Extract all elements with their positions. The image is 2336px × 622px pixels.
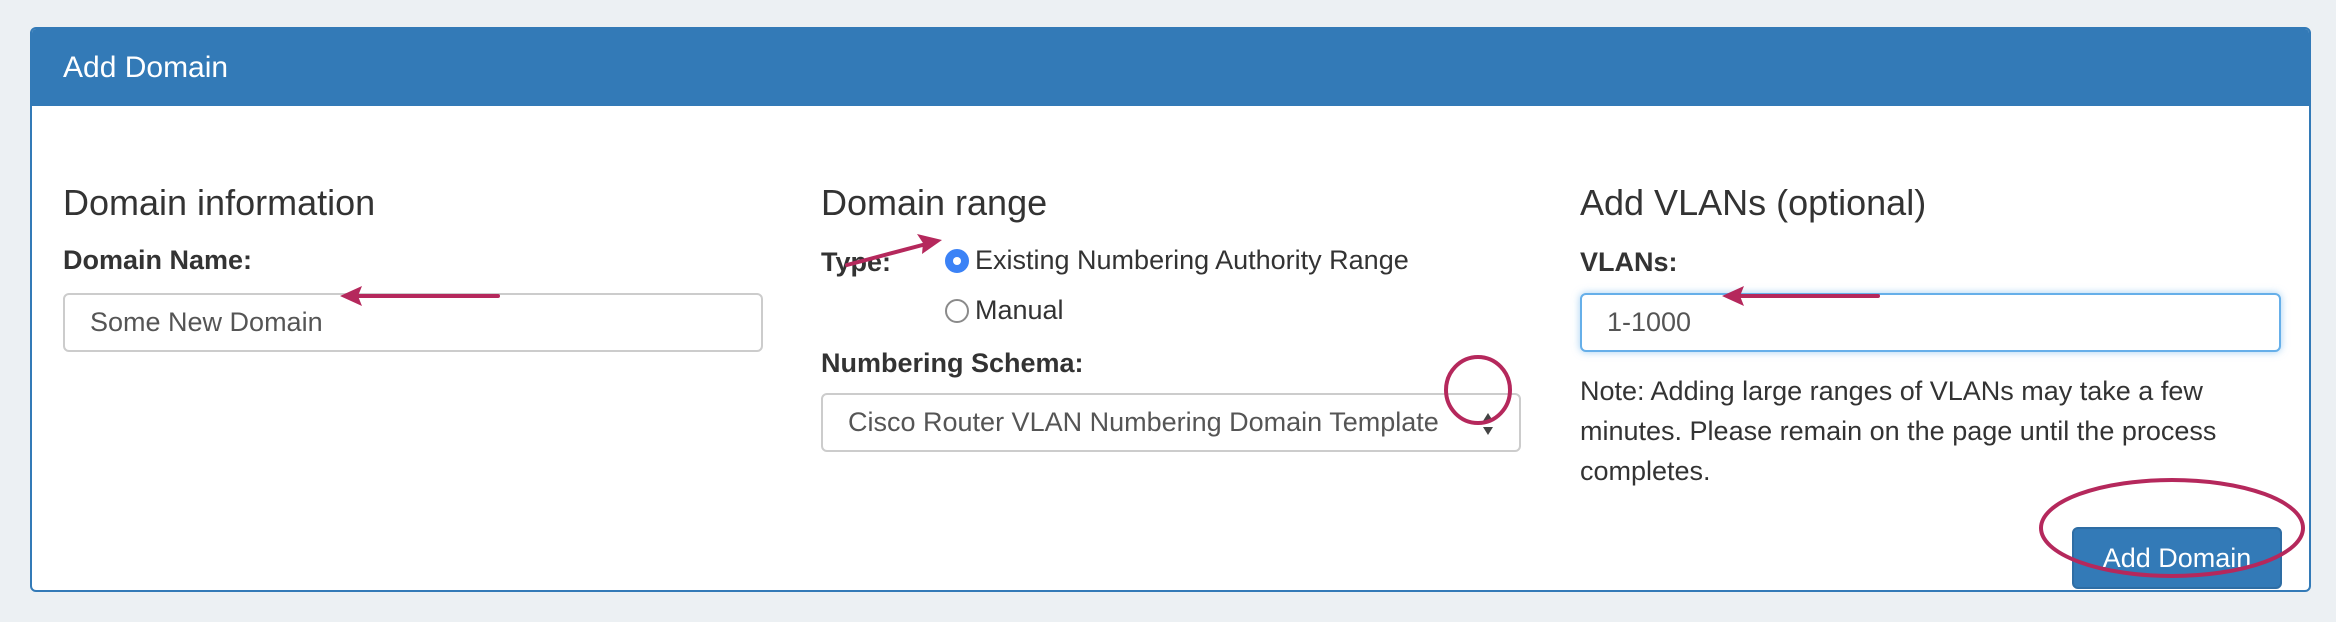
domain-information-heading: Domain information <box>63 182 376 223</box>
domain-name-input[interactable] <box>63 293 763 352</box>
add-domain-button[interactable]: Add Domain <box>2072 527 2282 589</box>
domain-range-heading: Domain range <box>821 182 1048 223</box>
radio-checked-icon[interactable] <box>945 248 969 273</box>
up-down-caret-icon[interactable] <box>1481 409 1495 439</box>
add-domain-panel: Add Domain Domain information Domain Nam… <box>30 27 2311 592</box>
radio-manual[interactable]: Manual <box>945 295 1064 326</box>
domain-name-label: Domain Name: <box>63 245 253 275</box>
radio-manual-label: Manual <box>975 295 1064 325</box>
numbering-schema-select[interactable]: Cisco Router VLAN Numbering Domain Templ… <box>821 393 1521 452</box>
radio-existing-numbering-authority-range[interactable]: Existing Numbering Authority Range <box>945 245 1409 276</box>
vlans-note: Note: Adding large ranges of VLANs may t… <box>1580 376 2217 486</box>
vlans-input[interactable] <box>1580 293 2281 352</box>
vlans-label: VLANs: <box>1580 247 1678 277</box>
add-vlans-heading: Add VLANs (optional) <box>1580 182 1927 223</box>
type-label: Type: <box>821 247 892 277</box>
radio-existing-label: Existing Numbering Authority Range <box>975 245 1409 275</box>
numbering-schema-label: Numbering Schema: <box>821 348 1084 378</box>
panel-title: Add Domain <box>32 29 2309 106</box>
numbering-schema-value: Cisco Router VLAN Numbering Domain Templ… <box>848 407 1439 437</box>
radio-unchecked-icon[interactable] <box>945 298 969 323</box>
